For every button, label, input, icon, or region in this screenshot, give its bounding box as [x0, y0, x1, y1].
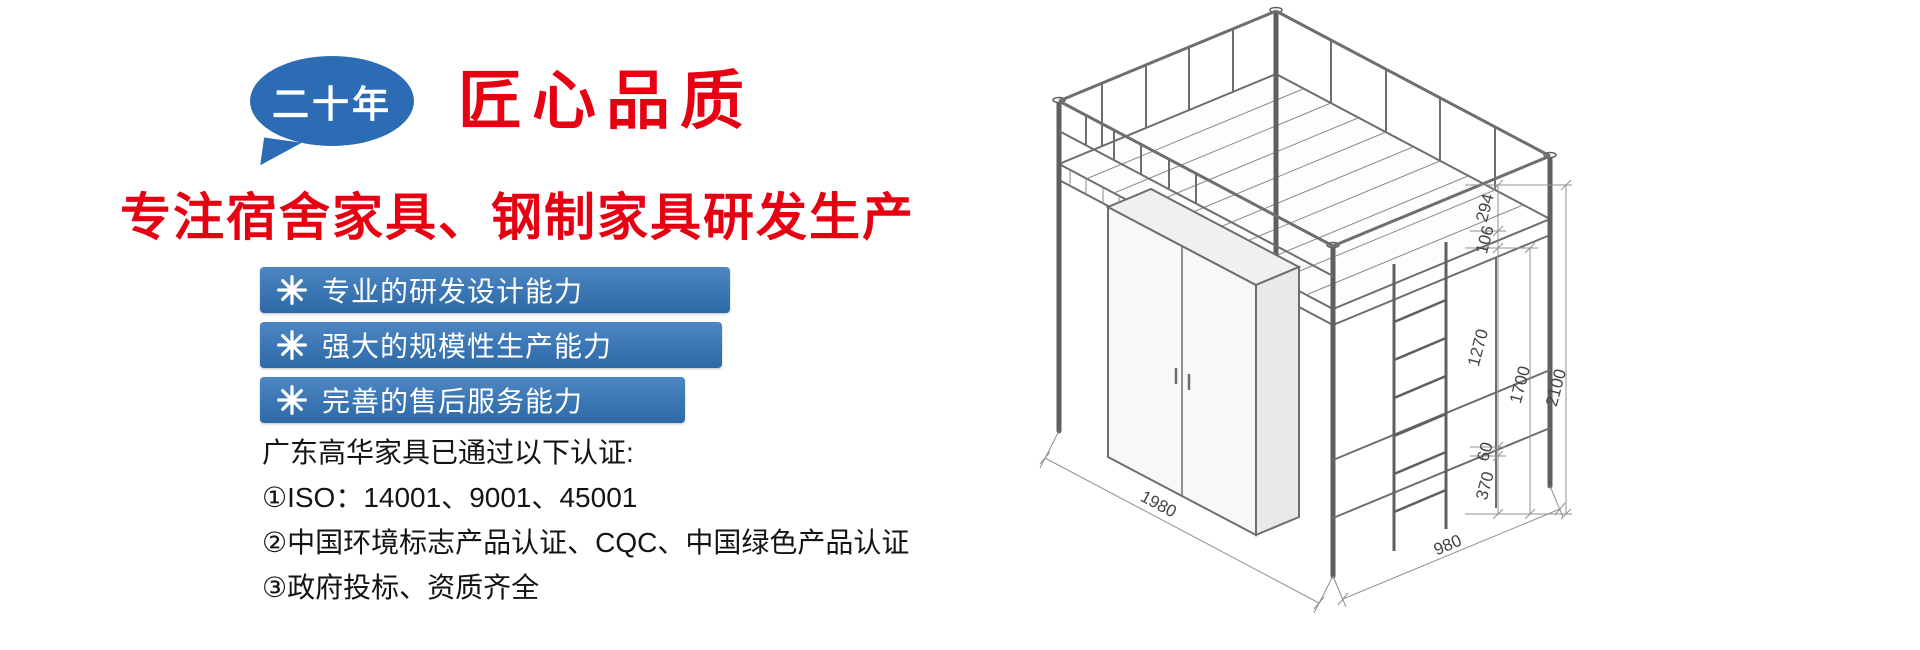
certs-heading: 广东高华家具已通过以下认证: [262, 437, 634, 468]
ladder [1392, 242, 1448, 551]
feature-label: 完善的售后服务能力 [322, 386, 584, 417]
dim-60: 60 [1473, 440, 1496, 463]
snowflake-icon [277, 385, 307, 415]
snowflake-icon [277, 275, 307, 305]
badge-text: 二十年 [272, 84, 392, 125]
dim-980: 980 [1431, 531, 1465, 560]
dim-370: 370 [1472, 470, 1498, 502]
guardrail-balusters [1085, 29, 1496, 204]
dim-1270: 1270 [1464, 327, 1492, 368]
cert-line-env: ②中国环境标志产品认证、CQC、中国绿色产品认证 [262, 527, 910, 558]
certifications: 广东高华家具已通过以下认证: ①ISO：14001、9001、45001 ②中国… [262, 430, 909, 610]
badge-bubble: 二十年 [250, 56, 414, 171]
wardrobe-cabinet [1105, 187, 1302, 537]
bed-technical-drawing: 294 106 1270 60 370 1700 2100 1980 980 [1039, 6, 1572, 614]
cert-line-iso: ①ISO：14001、9001、45001 [262, 482, 638, 513]
dimension-lines [1039, 179, 1572, 614]
cert-line-gov: ③政府投标、资质齐全 [262, 572, 540, 603]
feature-bar-service: 完善的售后服务能力 [260, 377, 685, 423]
subheadline: 专注宿舍家具、钢制家具研发生产 [120, 189, 916, 246]
bubble-tail [260, 137, 302, 171]
headline: 匠心品质 [458, 65, 754, 137]
feature-list: 专业的研发设计能力 强大的规模性生产能力 [260, 267, 730, 432]
feature-bar-production: 强大的规模性生产能力 [260, 322, 722, 368]
feature-bar-rd: 专业的研发设计能力 [260, 267, 730, 313]
feature-label: 强大的规模性生产能力 [322, 331, 613, 362]
snowflake-icon [277, 330, 307, 360]
feature-label: 专业的研发设计能力 [322, 276, 584, 307]
